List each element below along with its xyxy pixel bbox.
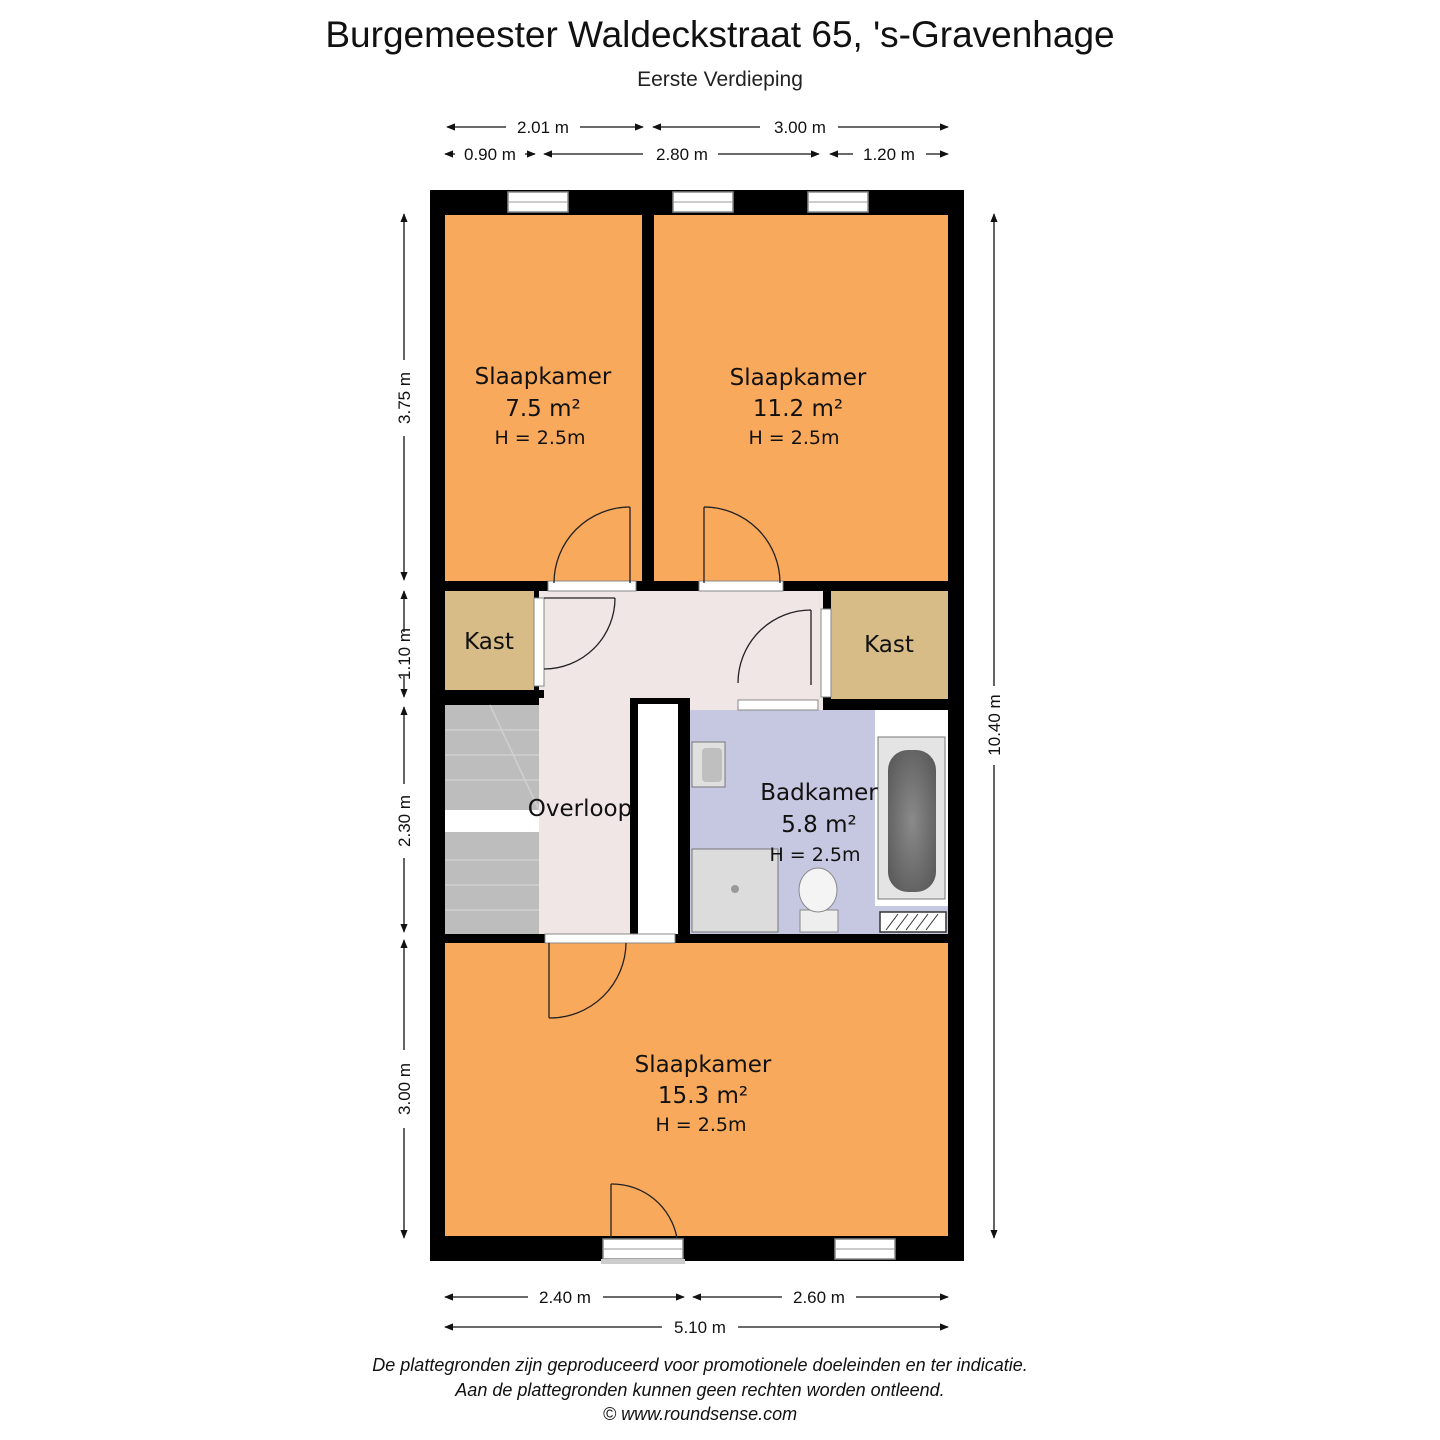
label-badkamer-area: 5.8 m² xyxy=(781,812,857,838)
floor-subtitle: Eerste Verdieping xyxy=(637,68,803,91)
label-overloop: Overloop xyxy=(528,796,632,822)
disclaimer-line-2: Aan de plattegronden kunnen geen rechten… xyxy=(455,1380,945,1400)
copyright-line: © www.roundsense.com xyxy=(602,1404,798,1424)
dim-top-3-00: 3.00 m xyxy=(774,118,826,137)
label-slaapkamer-2-area: 11.2 m² xyxy=(753,396,843,422)
room-kast-1 xyxy=(445,591,534,690)
door-openings xyxy=(533,580,832,944)
label-slaapkamer-2-height: H = 2.5m xyxy=(748,427,839,449)
overloop-closet-white xyxy=(638,704,678,934)
label-badkamer-height: H = 2.5m xyxy=(769,844,860,866)
disclaimer-line-1: De plattegronden zijn geproduceerd voor … xyxy=(372,1355,1028,1375)
door-step xyxy=(601,1259,685,1264)
toilet-tank-icon xyxy=(799,909,839,933)
sink-basin-icon xyxy=(702,748,722,782)
dim-right-10-40: 10.40 m xyxy=(985,694,1004,755)
label-slaapkamer-1-name: Slaapkamer xyxy=(475,364,612,390)
label-kast-1: Kast xyxy=(464,629,514,655)
dimension-lines xyxy=(400,123,998,1331)
dim-bottom-2-40: 2.40 m xyxy=(539,1288,591,1307)
bath-shelf-icon xyxy=(879,911,947,933)
room-slaapkamer-3 xyxy=(445,943,948,1236)
dim-top-1-20: 1.20 m xyxy=(863,145,915,164)
dim-left-3-00: 3.00 m xyxy=(395,1063,414,1115)
page-title: Burgemeester Waldeckstraat 65, 's-Graven… xyxy=(325,14,1115,55)
stair-steps xyxy=(445,704,540,911)
label-slaapkamer-1-area: 7.5 m² xyxy=(505,396,581,422)
bathtub-basin-icon xyxy=(888,750,936,892)
dim-left-2-30: 2.30 m xyxy=(395,795,414,847)
label-slaapkamer-2-name: Slaapkamer xyxy=(730,365,867,391)
window-lines xyxy=(508,201,895,1250)
toilet-bowl-icon xyxy=(798,867,838,913)
room-kast-2 xyxy=(831,591,948,699)
dim-bottom-2-60: 2.60 m xyxy=(793,1288,845,1307)
dim-left-3-75: 3.75 m xyxy=(395,372,414,424)
overloop-wall-left xyxy=(534,690,544,705)
stair-landing xyxy=(445,810,539,832)
door-swings xyxy=(543,506,812,1239)
label-slaapkamer-3-area: 15.3 m² xyxy=(658,1083,748,1109)
dim-bottom-5-10: 5.10 m xyxy=(674,1318,726,1337)
overloop-strip-left xyxy=(539,698,630,934)
label-badkamer-name: Badkamer xyxy=(760,780,878,806)
bath-shelf-hatch xyxy=(885,913,939,931)
dim-left-1-10: 1.10 m xyxy=(395,628,414,680)
shower-drain-icon xyxy=(731,885,739,893)
label-slaapkamer-3-name: Slaapkamer xyxy=(635,1052,772,1078)
dim-top-0-90: 0.90 m xyxy=(464,145,516,164)
dim-top-2-80: 2.80 m xyxy=(656,145,708,164)
label-kast-2: Kast xyxy=(864,632,914,658)
label-slaapkamer-1-height: H = 2.5m xyxy=(494,427,585,449)
dim-top-2-01: 2.01 m xyxy=(517,118,569,137)
label-slaapkamer-3-height: H = 2.5m xyxy=(655,1114,746,1136)
room-slaapkamer-2 xyxy=(654,215,948,581)
room-slaapkamer-1 xyxy=(445,215,642,581)
